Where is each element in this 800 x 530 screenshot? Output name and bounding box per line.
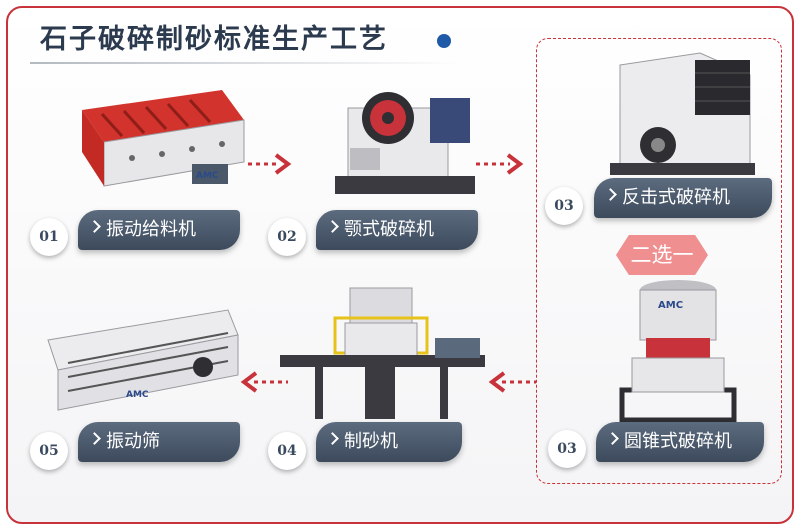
chevron-right-icon (88, 220, 101, 233)
step-label-sand-making-machine: 制砂机 (316, 422, 462, 462)
chevron-right-icon (606, 432, 619, 445)
arrow-04-to-05 (238, 370, 288, 394)
vibrating-screen-image: AMC (38, 305, 253, 420)
diagram-title: 石子破碎制砂标准生产工艺 (40, 24, 388, 55)
step-label-vibrating-screen: 振动筛 (78, 422, 240, 462)
impact-crusher-image (600, 45, 760, 185)
step-label-impact-crusher: 反击式破碎机 (594, 178, 772, 218)
arrow-01-to-02 (248, 152, 294, 176)
title-underline (30, 62, 460, 64)
step-label-text: 圆锥式破碎机 (624, 431, 732, 452)
step-label-jaw-crusher: 颚式破碎机 (316, 210, 478, 250)
step-number-badge: 01 (30, 218, 68, 256)
step-label-text: 颚式破碎机 (344, 219, 434, 240)
either-or-tag: 二选一 (616, 235, 708, 275)
step-label-text: 振动给料机 (106, 219, 196, 240)
step-label-vibrating-feeder: 振动给料机 (78, 210, 240, 250)
chevron-right-icon (88, 432, 101, 445)
chevron-right-icon (326, 220, 339, 233)
step-number-badge: 03 (548, 430, 586, 468)
step-number-badge: 03 (545, 187, 583, 225)
vibrating-screen-logo-text: AMC (126, 390, 149, 400)
chevron-right-icon (326, 432, 339, 445)
jaw-crusher-image (330, 78, 480, 203)
cone-crusher-logo-text: AMC (658, 300, 683, 311)
step-number-badge: 02 (268, 218, 306, 256)
arrow-02-to-03 (476, 152, 526, 176)
step-label-text: 振动筛 (106, 431, 160, 452)
chevron-right-icon (604, 188, 617, 201)
vibrating-feeder-logo-text: AMC (196, 171, 219, 181)
step-label-text: 反击式破碎机 (622, 187, 730, 208)
step-label-text: 制砂机 (344, 431, 398, 452)
alternative-group-box (536, 38, 782, 484)
sand-making-machine-image (275, 283, 490, 423)
vibrating-feeder-image: AMC (72, 80, 252, 200)
cone-crusher-image: AMC (612, 272, 742, 432)
step-label-cone-crusher: 圆锥式破碎机 (596, 422, 764, 462)
step-number-badge: 05 (30, 432, 68, 470)
step-number-badge: 04 (268, 432, 306, 470)
title-dot-icon (437, 34, 451, 48)
arrow-03-to-04 (486, 370, 536, 394)
